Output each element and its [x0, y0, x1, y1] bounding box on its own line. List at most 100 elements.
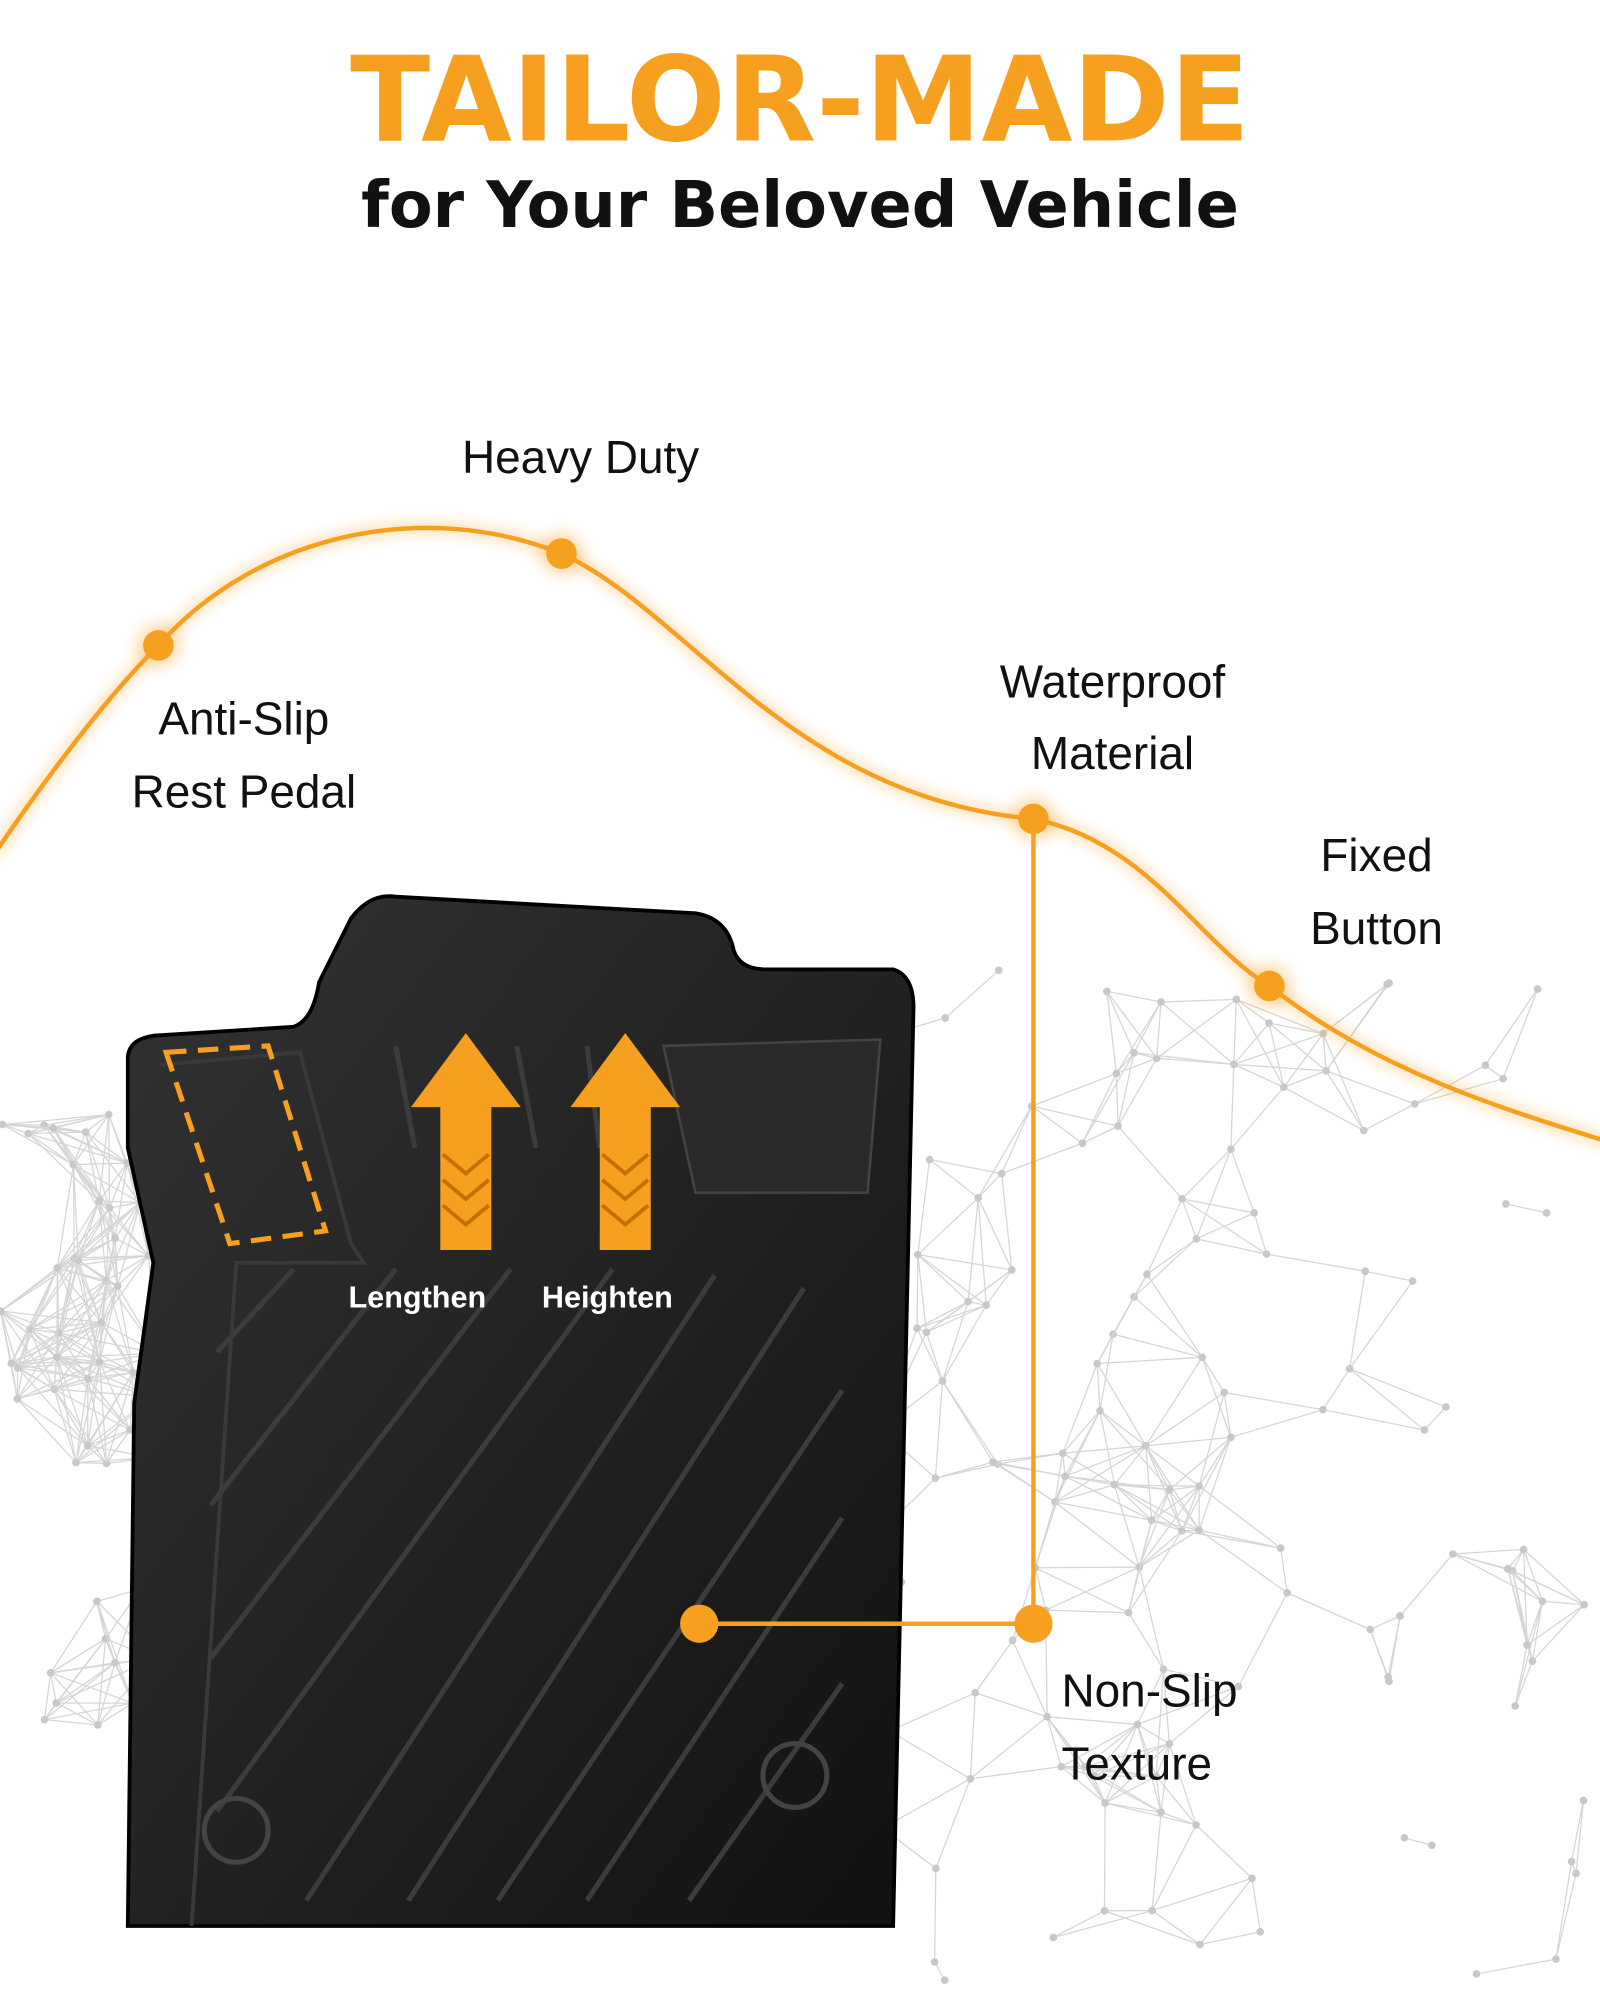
network-line [1230, 1064, 1235, 1150]
network-line [1365, 1270, 1413, 1282]
network-line [1106, 991, 1158, 1059]
network-line [50, 1662, 115, 1674]
network-line [100, 1255, 149, 1323]
network-line [72, 1164, 116, 1239]
network-line [917, 1254, 969, 1303]
network-node [1110, 1480, 1119, 1489]
network-line [99, 1361, 134, 1374]
network-line [1155, 1743, 1170, 1777]
network-node [938, 1377, 947, 1385]
network-line [1046, 1716, 1062, 1767]
network-line [1061, 1766, 1157, 1777]
network-line [87, 1378, 131, 1431]
network-line [1198, 1529, 1281, 1549]
network-line [1104, 1743, 1170, 1804]
network-line [1060, 1766, 1094, 1777]
network-line [1160, 1743, 1170, 1813]
network-line [1168, 1489, 1183, 1532]
network-line [56, 1267, 101, 1363]
network-node [95, 1197, 103, 1205]
network-line [43, 1672, 52, 1720]
network-line [929, 1159, 979, 1199]
network-line [0, 1310, 19, 1369]
network-line [116, 1285, 134, 1373]
network-node [932, 1864, 940, 1873]
network-line [56, 1356, 134, 1374]
network-line [1181, 1198, 1255, 1214]
network-line [56, 1280, 107, 1358]
network-line [1128, 1612, 1165, 1670]
network-line [1128, 1530, 1183, 1614]
network-line [1505, 1203, 1547, 1214]
network-line [1113, 1484, 1140, 1568]
network-line [126, 1162, 150, 1256]
network-line [1253, 1212, 1268, 1255]
network-line [1325, 1070, 1416, 1105]
network-line [1198, 1485, 1282, 1549]
network-line [1097, 1356, 1203, 1365]
network-line [1199, 1877, 1253, 1945]
network-line [56, 1285, 119, 1358]
network-line [1181, 1198, 1197, 1240]
network-line [55, 1662, 116, 1704]
network-line [1062, 1452, 1115, 1486]
network-node [1361, 1267, 1370, 1276]
network-line [916, 1301, 969, 1329]
network-line [56, 1202, 141, 1269]
network-line [117, 1202, 141, 1287]
network-line [933, 1868, 937, 1962]
network-line [992, 1461, 1056, 1503]
network-line [977, 1197, 987, 1306]
network-background [0, 966, 1589, 1984]
network-line [1502, 988, 1539, 1079]
network-line [916, 1254, 919, 1329]
network-node [1396, 1612, 1404, 1620]
network-node [989, 1458, 997, 1466]
fixed-button-label-line2: Button [1310, 902, 1443, 954]
network-line [1034, 1567, 1047, 1611]
network-line [941, 1301, 969, 1382]
network-line [1168, 1743, 1197, 1826]
network-line [1035, 1567, 1129, 1614]
network-line [114, 1162, 128, 1239]
network-line [1084, 1743, 1170, 1768]
network-line [1280, 1548, 1288, 1593]
network-line [1104, 1802, 1197, 1826]
network-line [56, 1164, 75, 1268]
network-node [1101, 1799, 1109, 1807]
network-line [100, 1238, 116, 1323]
network-node [930, 1958, 939, 1966]
network-line [967, 1197, 979, 1302]
network-line [1146, 1238, 1197, 1275]
network-line [917, 1197, 979, 1256]
network-node [95, 1358, 104, 1366]
network-node [1165, 1485, 1174, 1494]
network-line [1230, 1086, 1285, 1150]
network-node [52, 1699, 61, 1707]
network-line [17, 1267, 58, 1369]
network-line [1162, 1669, 1170, 1744]
network-line [108, 1114, 111, 1208]
network-line [941, 1380, 994, 1463]
network-line [1452, 1548, 1524, 1555]
network-node [1523, 1641, 1531, 1649]
network-line [1251, 1878, 1261, 1932]
network-line [1404, 1837, 1433, 1846]
network-line [1155, 1775, 1197, 1826]
network-line [1195, 1824, 1253, 1879]
network-line [1104, 1775, 1157, 1804]
network-line [1160, 998, 1237, 1003]
network-line [1114, 1484, 1170, 1491]
network-line [0, 1310, 58, 1358]
network-node [922, 1328, 931, 1337]
heighten-arrow-icon [570, 1033, 681, 1250]
network-line [1064, 1445, 1147, 1477]
network-node [1248, 1874, 1256, 1883]
network-line [1507, 1549, 1525, 1570]
network-line [97, 1638, 107, 1726]
network-line [0, 1310, 102, 1324]
network-line [1286, 1592, 1371, 1631]
network-line [1104, 1910, 1201, 1946]
rest-pedal-highlight [162, 1043, 329, 1247]
network-line [944, 969, 1000, 1019]
